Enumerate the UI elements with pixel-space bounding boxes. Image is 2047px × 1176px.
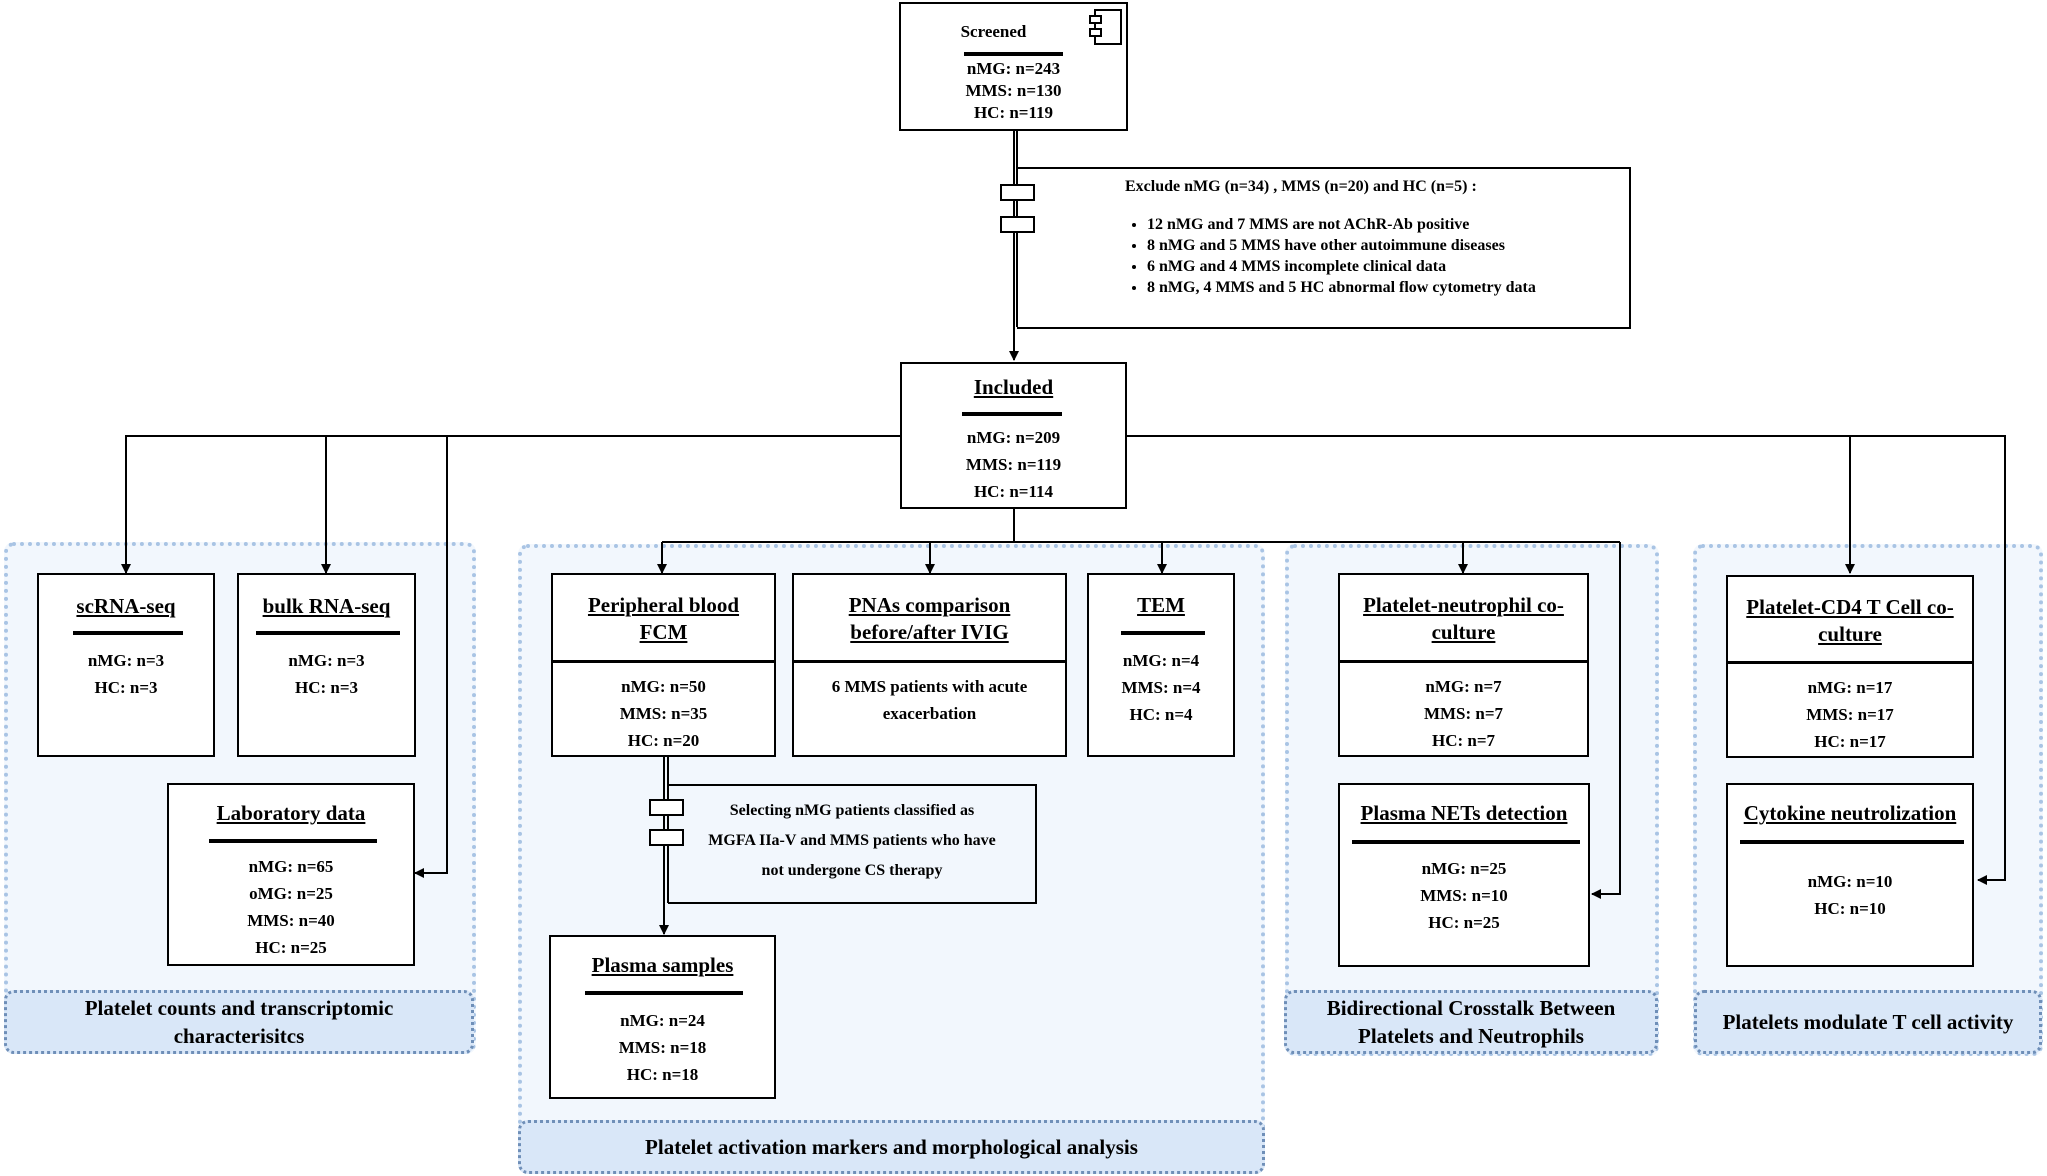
pbfcm-title-line: Peripheral blood (587, 593, 740, 617)
labdata-line: MMS: n=40 (247, 911, 335, 930)
scrna-line: nMG: n=3 (87, 651, 165, 670)
cd4-title-line: culture (1818, 622, 1882, 646)
pnco-title-line: Platelet-neutrophil co- (1363, 593, 1564, 617)
screened-line: HC: n=119 (973, 103, 1054, 122)
nets-line: MMS: n=10 (1420, 886, 1508, 905)
caption-line: Platelets modulate T cell activity (1722, 1010, 2014, 1034)
labdata-line: nMG: n=65 (248, 857, 334, 876)
screened-title: Screened (960, 22, 1027, 41)
cd4-box: Platelet-CD4 T Cell co- culture nMG: n=1… (1726, 575, 1974, 758)
connector-tab (1000, 216, 1035, 233)
connector-tab (649, 829, 684, 846)
pbfcm-line: MMS: n=35 (619, 704, 708, 723)
pnas-line: exacerbation (882, 704, 977, 723)
pbfcm-title-line: FCM (639, 620, 688, 644)
labdata-title: Laboratory data (216, 801, 366, 825)
caption-line: Platelet activation markers and morpholo… (645, 1135, 1138, 1159)
plasma-line: nMG: n=24 (620, 1011, 705, 1030)
cd4-title-line: Platelet-CD4 T Cell co- (1746, 595, 1954, 619)
pbfcm-box: Peripheral blood FCM nMG: n=50 MMS: n=35… (551, 573, 776, 757)
tem-line: MMS: n=4 (1121, 678, 1201, 697)
caption-tcell: Platelets modulate T cell activity (1694, 990, 2042, 1054)
tem-line: HC: n=4 (1129, 705, 1193, 724)
pnco-line: MMS: n=7 (1423, 704, 1504, 723)
connector-tab (1000, 184, 1035, 201)
connector-tab (649, 799, 684, 816)
exclusion-item: 8 nMG, 4 MMS and 5 HC abnormal flow cyto… (1147, 277, 1625, 298)
plasma-title: Plasma samples (591, 953, 734, 977)
plasma-line: MMS: n=18 (618, 1038, 707, 1057)
bulkrna-line: HC: n=3 (294, 678, 359, 697)
exclusion-note: Exclude nMG (n=34) , MMS (n=20) and HC (… (1125, 176, 1625, 298)
exclusion-heading: Exclude nMG (n=34) , MMS (n=20) and HC (… (1125, 178, 1477, 195)
caption-neutrophil: Bidirectional Crosstalk Between Platelet… (1284, 990, 1658, 1054)
cytokine-line: nMG: n=10 (1807, 872, 1893, 891)
pnas-title-line: PNAs comparison (848, 593, 1011, 617)
pnas-title-line: before/after IVIG (850, 620, 1009, 644)
labdata-box: Laboratory data nMG: n=65 oMG: n=25 MMS:… (167, 783, 415, 966)
cytokine-box: Cytokine neutrolization nMG: n=10 HC: n=… (1726, 783, 1974, 967)
pnco-title-line: culture (1431, 620, 1496, 644)
exclusion-item: 8 nMG and 5 MMS have other autoimmune di… (1147, 235, 1625, 256)
exclusion-list: 12 nMG and 7 MMS are not AChR-Ab positiv… (1125, 214, 1625, 298)
exclusion-item: 12 nMG and 7 MMS are not AChR-Ab positiv… (1147, 214, 1625, 235)
nets-title: Plasma NETs detection (1360, 801, 1568, 825)
scrna-box: scRNA-seq nMG: n=3 HC: n=3 (37, 573, 215, 757)
caption-line: Bidirectional Crosstalk Between (1326, 996, 1616, 1020)
nets-line: HC: n=25 (1428, 913, 1500, 932)
caption-line: Platelets and Neutrophils (1358, 1024, 1584, 1048)
pnco-line: HC: n=7 (1431, 731, 1496, 750)
included-line: MMS: n=119 (965, 455, 1062, 474)
plasma-line: HC: n=18 (626, 1065, 699, 1084)
included-line: nMG: n=209 (966, 428, 1061, 447)
tem-box: TEM nMG: n=4 MMS: n=4 HC: n=4 (1087, 573, 1235, 757)
exclusion-bracket (1017, 167, 1631, 329)
selecting-line: Selecting nMG patients classified as (729, 802, 975, 819)
nets-box: Plasma NETs detection nMG: n=25 MMS: n=1… (1338, 783, 1590, 967)
included-line: HC: n=114 (973, 482, 1054, 501)
screened-line: MMS: n=130 (965, 81, 1062, 100)
tem-title: TEM (1137, 593, 1185, 617)
labdata-line: oMG: n=25 (249, 884, 333, 903)
scrna-line: HC: n=3 (94, 678, 158, 697)
bulkrna-line: nMG: n=3 (288, 651, 365, 670)
plasma-box: Plasma samples nMG: n=24 MMS: n=18 HC: n… (549, 935, 776, 1099)
pnas-line: 6 MMS patients with acute (831, 677, 1028, 696)
included-box: Included nMG: n=209 MMS: n=119 HC: n=114 (900, 362, 1127, 509)
nets-line: nMG: n=25 (1421, 859, 1507, 878)
pnco-box: Platelet-neutrophil co- culture nMG: n=7… (1338, 573, 1589, 757)
cd4-line: HC: n=17 (1814, 732, 1886, 751)
selecting-note: Selecting nMG patients classified as MGF… (670, 786, 1034, 901)
caption-activation: Platelet activation markers and morpholo… (518, 1120, 1265, 1174)
component-icon (1089, 9, 1122, 45)
pnco-line: nMG: n=7 (1425, 677, 1502, 696)
bulkrna-box: bulk RNA-seq nMG: n=3 HC: n=3 (237, 573, 416, 757)
bulkrna-title: bulk RNA-seq (262, 594, 391, 618)
exclusion-item: 6 nMG and 4 MMS incomplete clinical data (1147, 256, 1625, 277)
caption-line: Platelet counts and transcriptomic (84, 996, 394, 1020)
selecting-line: MGFA IIa-V and MMS patients who have (708, 832, 996, 849)
tem-line: nMG: n=4 (1122, 651, 1200, 670)
included-title: Included (973, 375, 1054, 399)
labdata-line: HC: n=25 (255, 938, 327, 957)
caption-line: characterisitcs (173, 1024, 305, 1048)
selecting-line: not undergone CS therapy (761, 862, 943, 879)
pbfcm-line: HC: n=20 (627, 731, 700, 750)
cd4-line: MMS: n=17 (1806, 705, 1894, 724)
cd4-line: nMG: n=17 (1807, 678, 1893, 697)
scrna-title: scRNA-seq (76, 594, 176, 618)
screened-box: Screened nMG: n=243 MMS: n=130 HC: n=119 (899, 2, 1128, 131)
cytokine-title: Cytokine neutrolization (1743, 801, 1957, 825)
cytokine-line: HC: n=10 (1814, 899, 1886, 918)
pbfcm-line: nMG: n=50 (621, 677, 706, 696)
pnas-box: PNAs comparison before/after IVIG 6 MMS … (792, 573, 1067, 757)
caption-transcriptomic: Platelet counts and transcriptomic chara… (4, 990, 474, 1054)
screened-line: nMG: n=243 (966, 59, 1061, 78)
